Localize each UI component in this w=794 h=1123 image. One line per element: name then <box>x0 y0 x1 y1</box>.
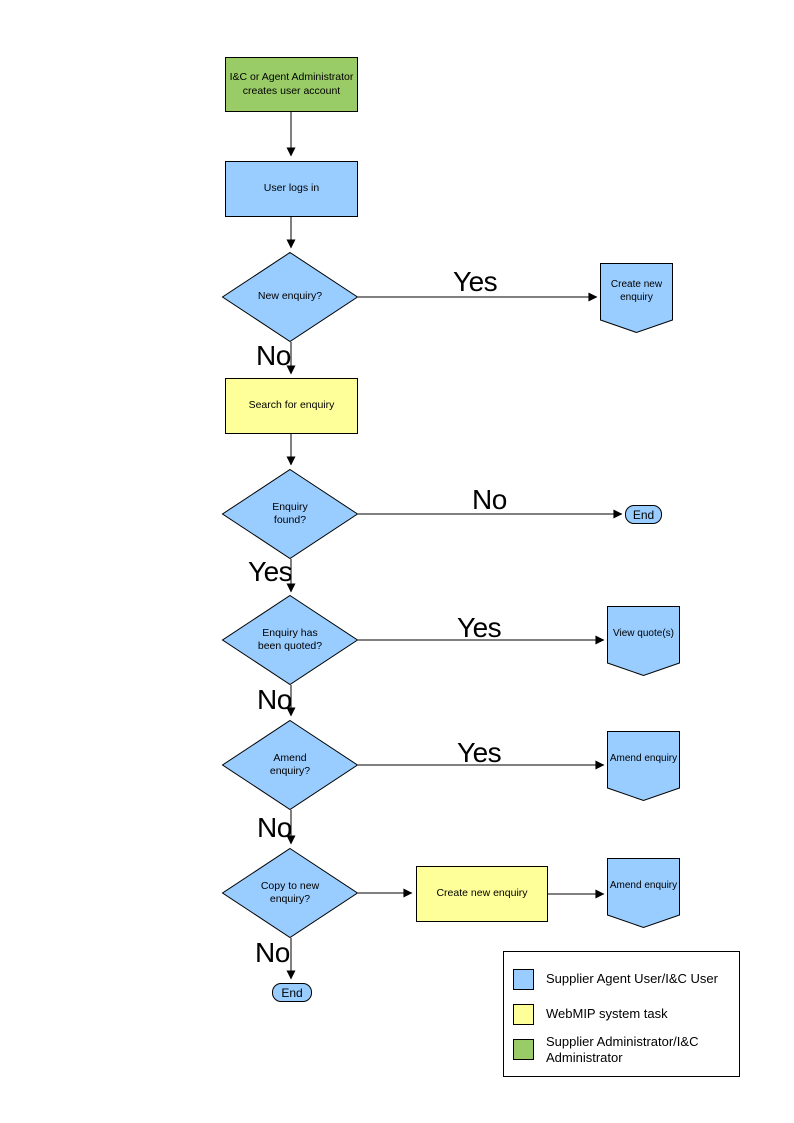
decision-enquiry-found-label: Enquiry found? <box>272 500 308 526</box>
diamond-shape <box>221 251 359 343</box>
edge-label-yes-enquiry-found: Yes <box>248 556 293 587</box>
terminator-end-1: End <box>625 505 662 524</box>
decision-enquiry-quoted: Enquiry has been quoted? <box>221 594 359 686</box>
offpage-amend-enquiry-1: Amend enquiry <box>607 731 680 802</box>
legend: Supplier Agent User/I&C User WebMIP syst… <box>503 951 740 1077</box>
diamond-shape <box>221 847 359 939</box>
decision-amend-enquiry-label: Amend enquiry? <box>269 751 311 777</box>
edge-label-yes-quoted: Yes <box>457 612 502 643</box>
legend-swatch-user-task <box>513 969 534 990</box>
offpage-create-new-enquiry: Create new enquiry <box>600 263 673 334</box>
shield-shape <box>607 606 680 677</box>
edge-label-no-copy: No <box>255 937 290 968</box>
offpage-amend-enquiry-2: Amend enquiry <box>607 858 680 929</box>
decision-enquiry-found: Enquiry found? <box>221 468 359 560</box>
decision-enquiry-quoted-label: Enquiry has been quoted? <box>257 626 323 652</box>
offpage-create-new-enquiry-label: Create new enquiry <box>610 279 663 303</box>
decision-new-enquiry: New enquiry? <box>221 251 359 343</box>
legend-label-admin-task: Supplier Administrator/I&C Administrator <box>546 1034 699 1065</box>
edge-label-yes-new-enquiry: Yes <box>453 266 498 297</box>
edge-label-no-quoted: No <box>257 684 292 715</box>
process-search-for-enquiry: Search for enquiry <box>225 378 358 434</box>
process-create-user-account: I&C or Agent Administrator creates user … <box>225 57 358 112</box>
offpage-view-quotes: View quote(s) <box>607 606 680 677</box>
edge-label-no-new-enquiry: No <box>256 340 291 371</box>
decision-copy-to-new-enquiry: Copy to new enquiry? <box>221 847 359 939</box>
terminator-end-2: End <box>272 983 312 1002</box>
decision-copy-to-new-enquiry-label: Copy to new enquiry? <box>260 879 320 905</box>
diamond-shape <box>221 594 359 686</box>
legend-label-user-task: Supplier Agent User/I&C User <box>546 971 718 986</box>
legend-swatch-admin-task <box>513 1039 534 1060</box>
process-create-new-enquiry: Create new enquiry <box>416 866 548 922</box>
legend-label-system-task: WebMIP system task <box>546 1006 668 1021</box>
decision-amend-enquiry: Amend enquiry? <box>221 719 359 811</box>
diamond-shape <box>221 719 359 811</box>
decision-new-enquiry-label: New enquiry? <box>257 290 323 303</box>
shield-shape <box>607 731 680 802</box>
edge-label-no-amend: No <box>257 812 292 843</box>
shield-shape <box>600 263 673 334</box>
diamond-shape <box>221 468 359 560</box>
legend-swatch-system-task <box>513 1004 534 1025</box>
process-user-logs-in: User logs in <box>225 161 358 217</box>
offpage-amend-enquiry-2-label: Amend enquiry <box>609 880 678 892</box>
edge-label-no-enquiry-found: No <box>472 484 507 515</box>
offpage-amend-enquiry-1-label: Amend enquiry <box>609 753 678 765</box>
shield-shape <box>607 858 680 929</box>
offpage-view-quotes-label: View quote(s) <box>613 628 674 640</box>
edge-label-yes-amend: Yes <box>457 737 502 768</box>
